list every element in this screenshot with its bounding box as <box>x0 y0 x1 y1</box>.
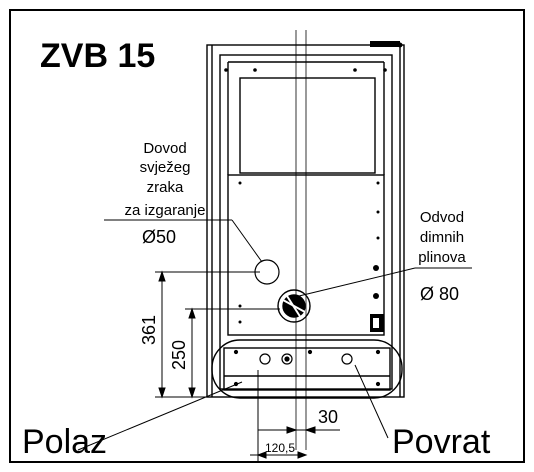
leader-lines <box>77 219 472 451</box>
flue-outlet-diameter: Ø 80 <box>420 284 460 304</box>
dimension-120-5-label: 120,5 <box>265 441 296 455</box>
appliance-outline <box>206 44 405 398</box>
dimension-250 <box>185 307 280 399</box>
drawing-border <box>9 9 525 463</box>
dimension-30-label: 30 <box>318 407 339 427</box>
top-fittings <box>224 41 403 72</box>
model-title: ZVB 15 <box>40 37 156 75</box>
connection-fittings <box>233 349 381 387</box>
flue-outlet-line-2: dimnih <box>419 229 465 246</box>
connection-box <box>211 339 403 399</box>
flue-outlet-pipe <box>277 289 311 323</box>
flue-outlet-line-3: plinova <box>418 249 466 266</box>
air-inlet-line-3: zraka <box>146 179 184 196</box>
dimension-361-label: 361 <box>139 314 159 345</box>
air-inlet-line-2: svježeg <box>139 159 191 176</box>
air-inlet-line-4: za izgaranje <box>124 202 206 219</box>
dimension-120-5 <box>250 370 308 462</box>
dimension-250-label: 250 <box>169 339 189 370</box>
centre-axis <box>295 30 307 450</box>
flue-outlet-line-1: Odvod <box>419 209 465 226</box>
air-inlet-diameter: Ø50 <box>142 227 177 247</box>
air-inlet-line-1: Dovod <box>143 140 187 157</box>
dimension-30 <box>258 426 340 434</box>
flow-connection-label: Polaz <box>22 423 108 461</box>
return-connection-label: Povrat <box>392 423 491 461</box>
panel-studs <box>238 181 380 324</box>
